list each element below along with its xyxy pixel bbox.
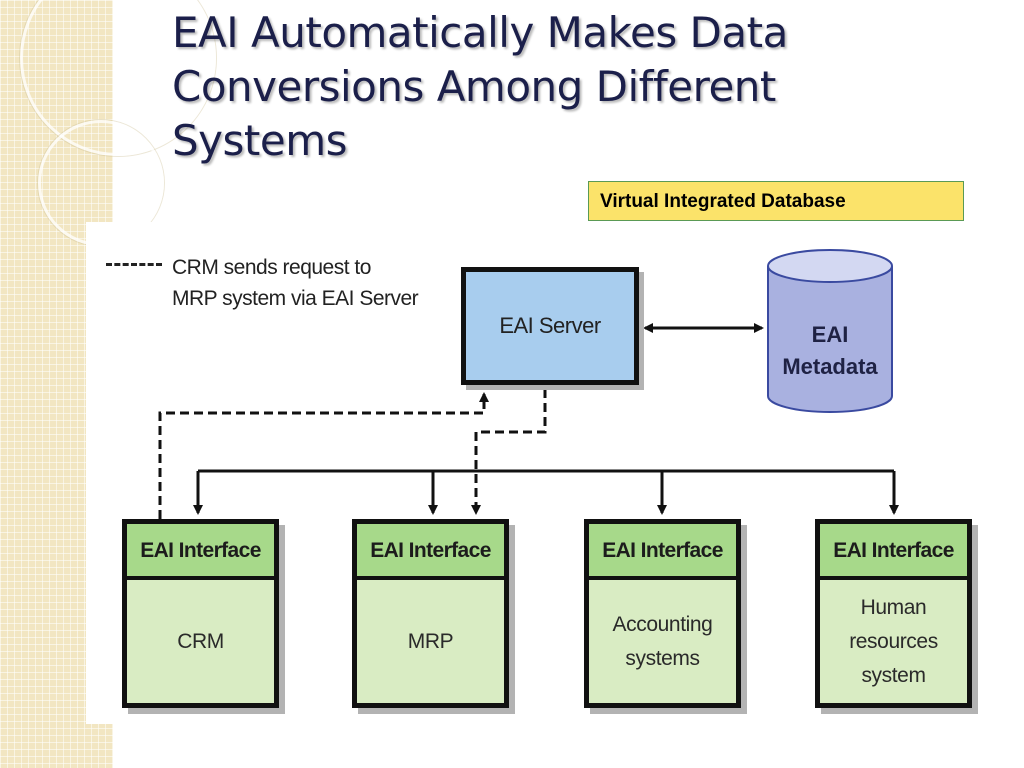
virtual-integrated-database-callout: Virtual Integrated Database bbox=[588, 181, 964, 221]
interface-label: Accounting bbox=[612, 613, 713, 636]
distribution-bus bbox=[193, 469, 899, 515]
interface-header: EAI Interface bbox=[820, 524, 967, 580]
interface-body: CRM bbox=[127, 580, 274, 704]
interface-body: Accounting systems bbox=[589, 580, 736, 704]
mrp-interface-box: EAI Interface MRP bbox=[352, 519, 509, 708]
request-dashed-path bbox=[158, 389, 547, 519]
legend-dashed-line bbox=[106, 263, 162, 266]
interface-label: systems bbox=[625, 647, 700, 670]
interface-header: EAI Interface bbox=[127, 524, 274, 580]
legend-line-2: MRP system via EAI Server bbox=[172, 287, 419, 310]
interface-body: Human resources system bbox=[820, 580, 967, 704]
hr-interface-box: EAI Interface Human resources system bbox=[815, 519, 972, 708]
legend-text: CRM sends request to MRP system via EAI … bbox=[172, 252, 472, 314]
eai-server-label: EAI Server bbox=[499, 313, 601, 338]
interface-body: MRP bbox=[357, 580, 504, 704]
eai-server-box: EAI Server bbox=[461, 267, 639, 385]
metadata-label-line-2: Metadata bbox=[782, 354, 878, 379]
interface-label: system bbox=[861, 664, 926, 687]
interface-header: EAI Interface bbox=[589, 524, 736, 580]
interface-label: Human bbox=[860, 596, 927, 619]
interface-label: CRM bbox=[177, 630, 224, 653]
accounting-interface-box: EAI Interface Accounting systems bbox=[584, 519, 741, 708]
crm-interface-box: EAI Interface CRM bbox=[122, 519, 279, 708]
interface-label: MRP bbox=[407, 630, 454, 653]
metadata-label-line-1: EAI bbox=[812, 322, 849, 347]
metadata-database-cylinder bbox=[767, 249, 893, 413]
interface-label: resources bbox=[849, 630, 938, 653]
interface-header: EAI Interface bbox=[357, 524, 504, 580]
legend-line-1: CRM sends request to bbox=[172, 256, 371, 279]
slide-title: EAI Automatically Makes Data Conversions… bbox=[172, 8, 788, 165]
